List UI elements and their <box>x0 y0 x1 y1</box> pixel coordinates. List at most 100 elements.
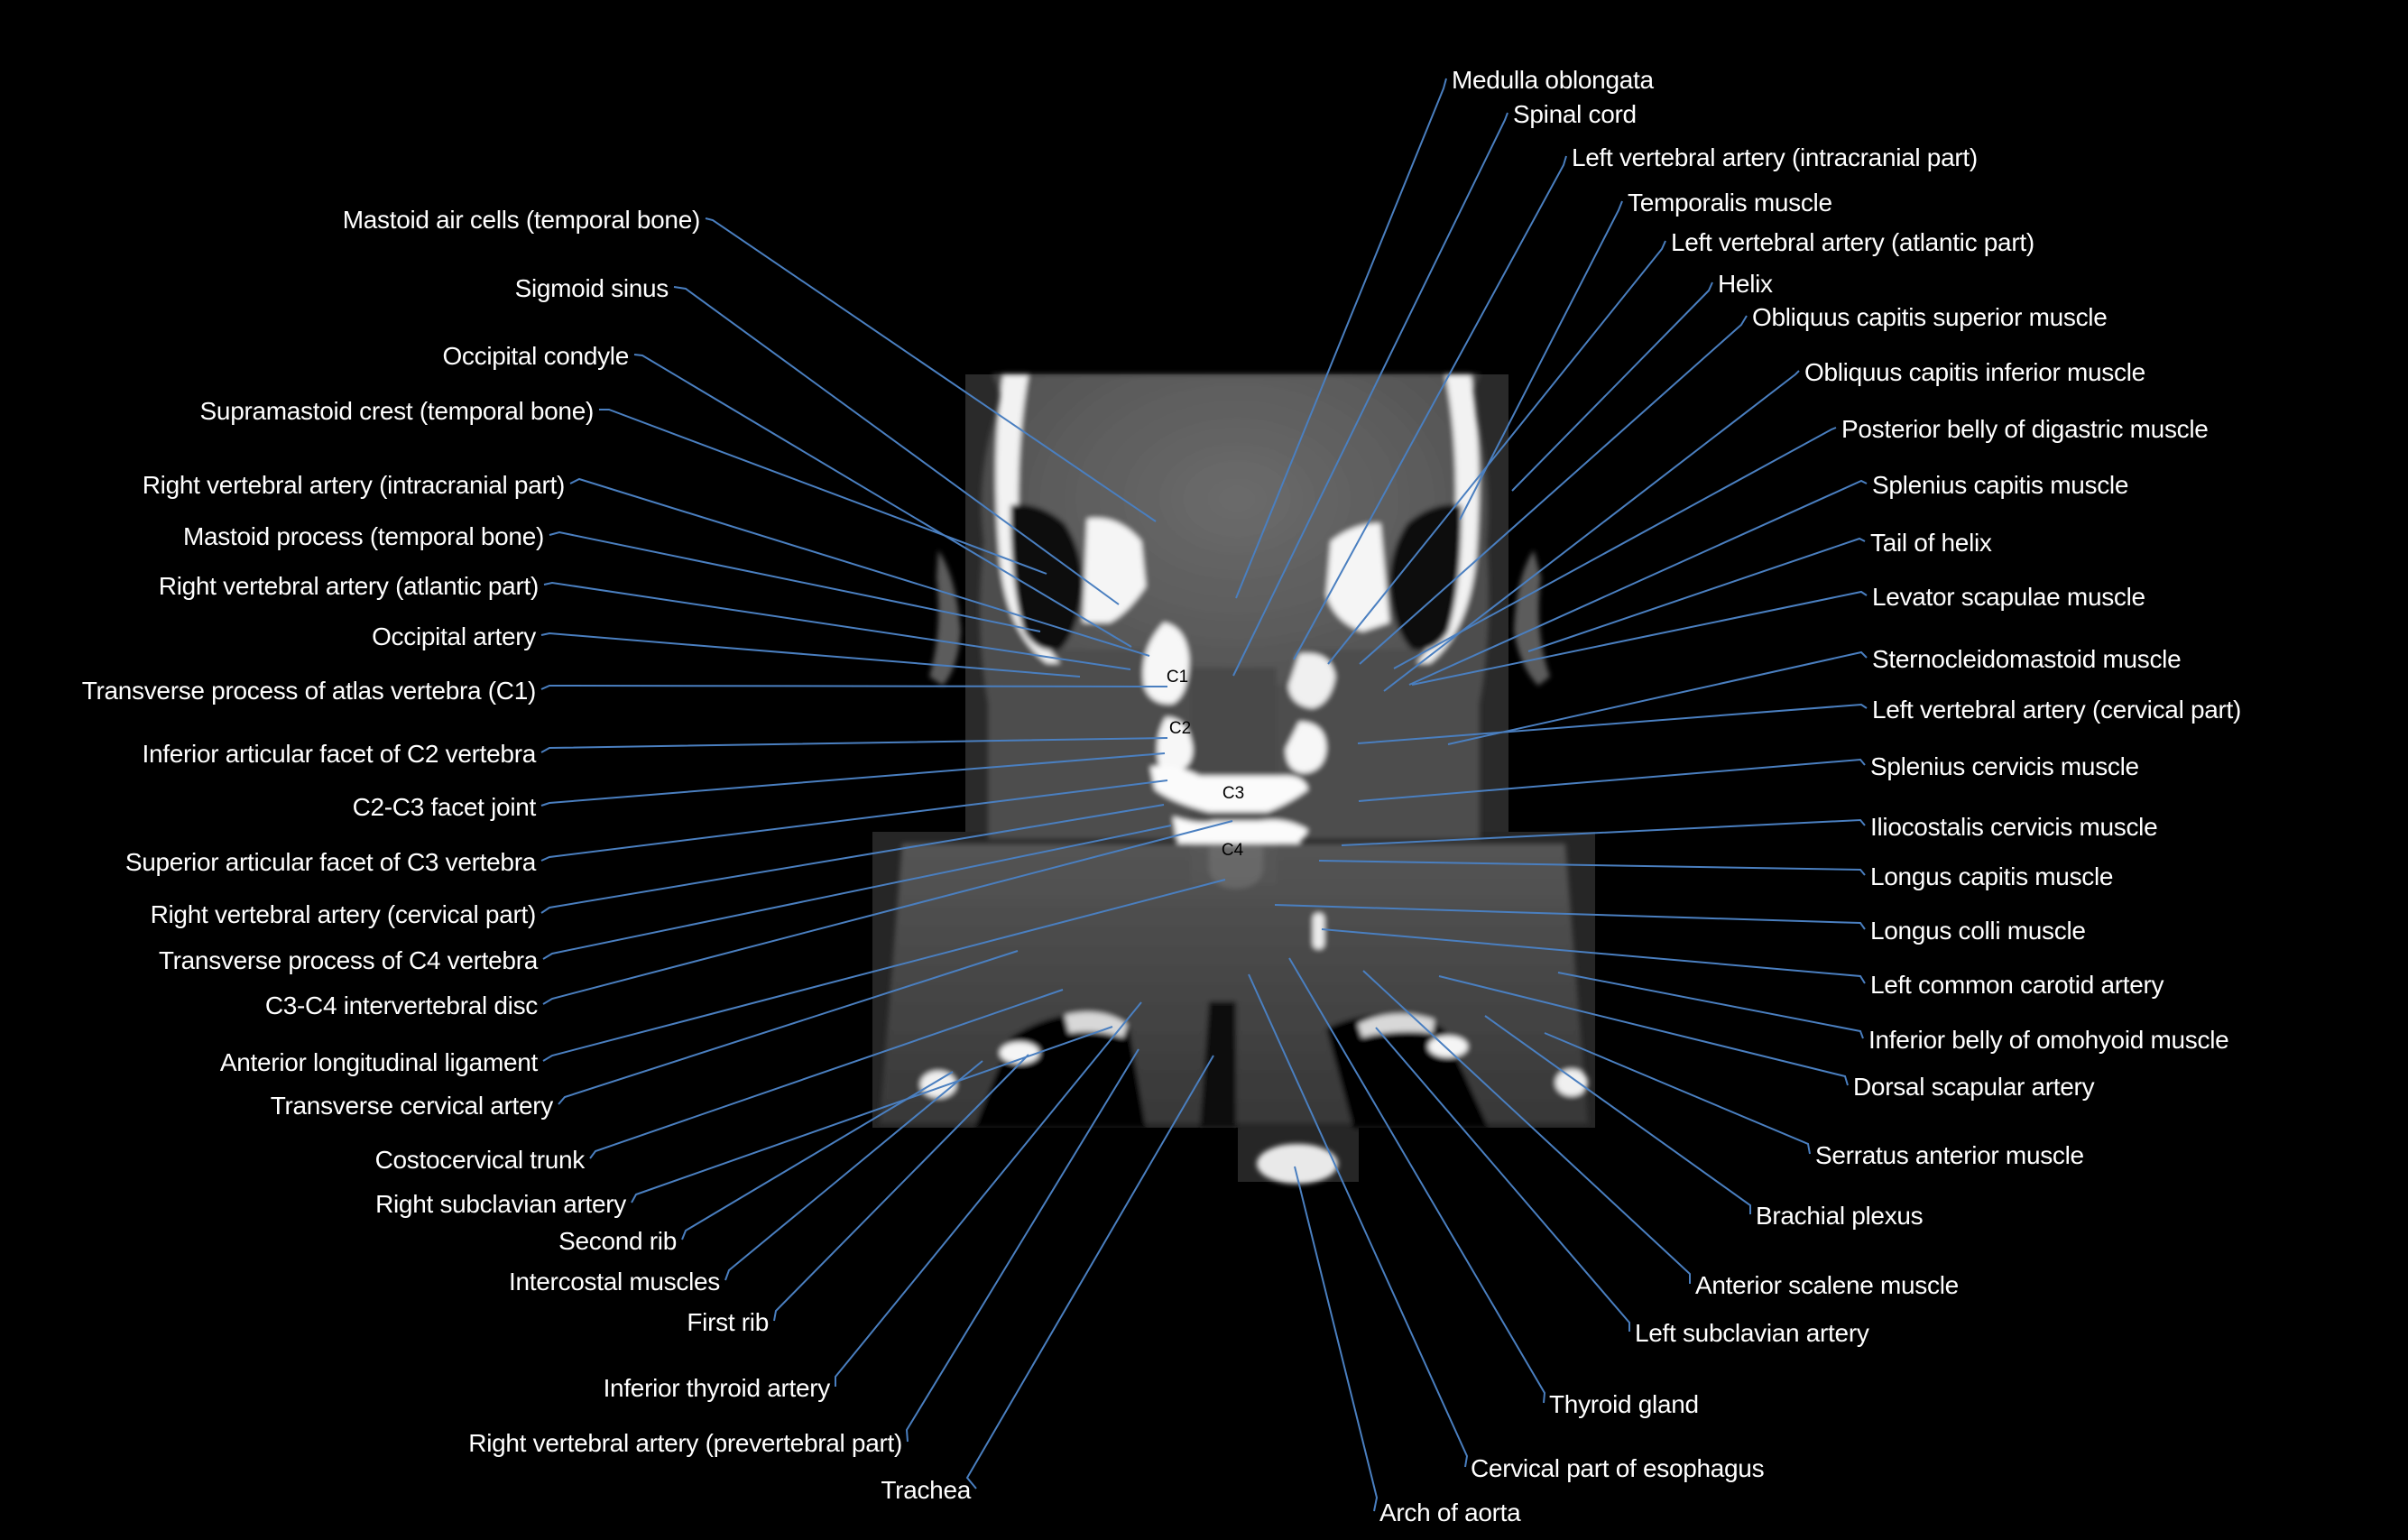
label-sternocleidomastoid-muscle: Sternocleidomastoid muscle <box>1872 645 2182 673</box>
leader-line-occipital-artery <box>540 632 1081 678</box>
vertebra-label-c1: C1 <box>1166 668 1189 687</box>
label-longus-capitis-muscle: Longus capitis muscle <box>1870 862 2114 890</box>
label-iliocostalis-cervicis-muscle: Iliocostalis cervicis muscle <box>1870 813 2158 841</box>
label-mastoid-process-temporal-bone: Mastoid process (temporal bone) <box>183 522 544 550</box>
leader-line-right-vertebral-artery-prevertebral-part <box>905 1048 1139 1443</box>
leader-line-left-subclavian-artery <box>1375 1027 1630 1332</box>
leader-line-anterior-longitudinal-ligament <box>542 879 1226 1062</box>
label-left-vertebral-artery-atlantic-part: Left vertebral artery (atlantic part) <box>1671 228 2034 256</box>
label-right-vertebral-artery-prevertebral-part: Right vertebral artery (prevertebral par… <box>468 1429 902 1457</box>
label-inferior-belly-of-omohyoid-muscle: Inferior belly of omohyoid muscle <box>1868 1026 2229 1054</box>
label-left-subclavian-artery: Left subclavian artery <box>1635 1319 1869 1347</box>
vertebra-label-c2: C2 <box>1168 719 1192 738</box>
leader-line-c3-c4-intervertebral-disc <box>542 820 1233 1005</box>
leader-line-first-rib <box>773 1054 1029 1322</box>
label-thyroid-gland: Thyroid gland <box>1549 1390 1699 1418</box>
leader-line-right-vertebral-artery-cervical-part <box>540 804 1165 914</box>
label-supramastoid-crest-temporal-bone: Supramastoid crest (temporal bone) <box>199 397 595 425</box>
leader-line-splenius-cervicis-muscle <box>1358 758 1866 802</box>
label-first-rib: First rib <box>687 1308 769 1336</box>
label-costocervical-trunk: Costocervical trunk <box>374 1146 586 1174</box>
label-cervical-part-of-esophagus: Cervical part of esophagus <box>1471 1454 1765 1482</box>
leader-line-left-vertebral-artery-cervical-part <box>1357 703 1868 744</box>
label-longus-colli-muscle: Longus colli muscle <box>1870 917 2086 945</box>
label-brachial-plexus: Brachial plexus <box>1756 1202 1924 1230</box>
vertebra-label-c4: C4 <box>1221 841 1244 860</box>
label-left-common-carotid-artery: Left common carotid artery <box>1870 971 2164 999</box>
label-anterior-longitudinal-ligament: Anterior longitudinal ligament <box>219 1048 538 1076</box>
leader-line-obliquus-capitis-inferior-muscle <box>1383 370 1800 692</box>
label-inferior-thyroid-artery: Inferior thyroid artery <box>603 1374 831 1402</box>
label-arch-of-aorta: Arch of aorta <box>1379 1499 1521 1526</box>
label-inferior-articular-facet-of-c2-vertebra: Inferior articular facet of C2 vertebra <box>142 740 537 768</box>
label-spinal-cord: Spinal cord <box>1513 100 1637 128</box>
label-splenius-capitis-muscle: Splenius capitis muscle <box>1872 471 2129 499</box>
leader-line-inferior-thyroid-artery <box>835 1001 1142 1387</box>
leader-line-levator-scapulae-muscle <box>1411 590 1868 686</box>
leader-line-obliquus-capitis-superior-muscle <box>1359 315 1748 665</box>
leader-line-trachea <box>965 1055 1214 1489</box>
leader-line-occipital-condyle <box>633 354 1132 648</box>
leader-line-transverse-process-of-atlas-vertebra-c1 <box>540 684 1168 690</box>
label-occipital-artery: Occipital artery <box>372 622 536 650</box>
label-sigmoid-sinus: Sigmoid sinus <box>514 274 669 302</box>
label-left-vertebral-artery-intracranial-part: Left vertebral artery (intracranial part… <box>1572 143 1978 171</box>
vertebra-label-c3: C3 <box>1222 784 1245 803</box>
leader-line-dorsal-scapular-artery <box>1438 975 1849 1086</box>
leader-line-sternocleidomastoid-muscle <box>1447 650 1868 745</box>
label-temporalis-muscle: Temporalis muscle <box>1628 189 1832 217</box>
leader-line-mastoid-process-temporal-bone <box>549 530 1041 632</box>
leader-line-transverse-process-of-c4-vertebra <box>542 825 1172 960</box>
leader-line-right-vertebral-artery-atlantic-part <box>543 581 1131 670</box>
leader-line-arch-of-aorta <box>1294 1166 1379 1512</box>
leader-line-left-vertebral-artery-atlantic-part <box>1327 240 1666 665</box>
label-c3-c4-intervertebral-disc: C3-C4 intervertebral disc <box>264 991 538 1019</box>
label-transverse-process-of-c4-vertebra: Transverse process of C4 vertebra <box>158 946 538 974</box>
leader-line-costocervical-trunk <box>589 989 1064 1159</box>
leader-line-medulla-oblongata <box>1235 78 1447 599</box>
leader-line-inferior-belly-of-omohyoid-muscle <box>1557 972 1864 1039</box>
label-right-vertebral-artery-intracranial-part: Right vertebral artery (intracranial par… <box>142 471 566 499</box>
label-splenius-cervicis-muscle: Splenius cervicis muscle <box>1870 752 2139 780</box>
leader-line-temporalis-muscle <box>1459 200 1623 521</box>
leader-line-left-vertebral-artery-intracranial-part <box>1293 155 1567 660</box>
label-intercostal-muscles: Intercostal muscles <box>509 1268 720 1296</box>
label-obliquus-capitis-inferior-muscle: Obliquus capitis inferior muscle <box>1804 358 2145 386</box>
label-trachea: Trachea <box>881 1476 971 1504</box>
label-anterior-scalene-muscle: Anterior scalene muscle <box>1695 1271 1959 1299</box>
leader-line-cervical-part-of-esophagus <box>1248 973 1469 1468</box>
label-c2-c3-facet-joint: C2-C3 facet joint <box>352 793 537 821</box>
leader-line-splenius-capitis-muscle <box>1408 479 1868 686</box>
leader-line-mastoid-air-cells-temporal-bone <box>705 217 1157 522</box>
label-posterior-belly-of-digastric-muscle: Posterior belly of digastric muscle <box>1841 415 2209 443</box>
label-transverse-process-of-atlas-vertebra-c1: Transverse process of atlas vertebra (C1… <box>81 677 537 705</box>
label-superior-articular-facet-of-c3-vertebra: Superior articular facet of C3 vertebra <box>125 848 536 876</box>
label-mastoid-air-cells-temporal-bone: Mastoid air cells (temporal bone) <box>342 206 701 234</box>
leader-line-iliocostalis-cervicis-muscle <box>1341 818 1866 846</box>
label-levator-scapulae-muscle: Levator scapulae muscle <box>1872 583 2145 611</box>
leader-line-longus-capitis-muscle <box>1318 860 1866 876</box>
label-right-subclavian-artery: Right subclavian artery <box>375 1190 626 1218</box>
leader-line-anterior-scalene-muscle <box>1362 970 1691 1284</box>
leader-line-spinal-cord <box>1232 112 1508 677</box>
leader-line-serratus-anterior-muscle <box>1544 1032 1811 1155</box>
leader-line-tail-of-helix <box>1527 537 1866 652</box>
leader-line-posterior-belly-of-digastric-muscle <box>1393 427 1837 669</box>
label-helix: Helix <box>1718 270 1773 298</box>
label-occipital-condyle: Occipital condyle <box>442 342 629 370</box>
label-dorsal-scapular-artery: Dorsal scapular artery <box>1853 1073 2095 1101</box>
label-serratus-anterior-muscle: Serratus anterior muscle <box>1815 1141 2084 1169</box>
label-medulla-oblongata: Medulla oblongata <box>1452 66 1654 94</box>
leader-line-right-vertebral-artery-intracranial-part <box>569 477 1150 657</box>
leader-line-transverse-cervical-artery <box>558 950 1019 1105</box>
leader-line-c2-c3-facet-joint <box>540 752 1166 807</box>
leader-line-sigmoid-sinus <box>673 286 1120 605</box>
leader-line-left-common-carotid-artery <box>1321 928 1866 984</box>
leader-line-inferior-articular-facet-of-c2-vertebra <box>540 737 1168 753</box>
leader-line-helix <box>1511 281 1713 492</box>
label-left-vertebral-artery-cervical-part: Left vertebral artery (cervical part) <box>1872 696 2242 724</box>
leader-line-intercostal-muscles <box>724 1060 983 1281</box>
